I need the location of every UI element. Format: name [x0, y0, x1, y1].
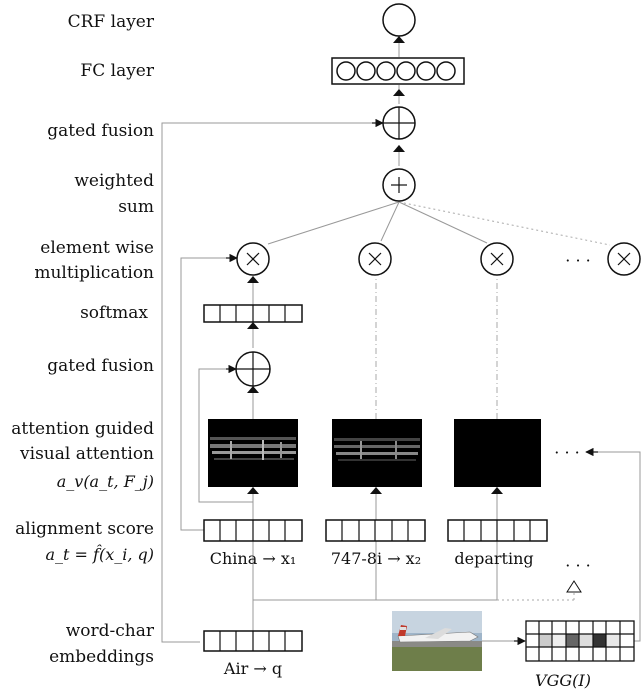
label-multiplication: multiplication [34, 263, 154, 283]
alignment-vector-1 [203, 519, 303, 542]
multiply-node-3 [480, 242, 514, 276]
label-alignment-score: alignment score [15, 519, 154, 539]
token-china: China → x₁ [210, 549, 297, 568]
label-attention-formula: a_v(a_t, F_j) [57, 472, 154, 491]
arrow-to-crf [393, 36, 405, 43]
gated-fusion-top-node [382, 106, 416, 140]
attention-map-1 [208, 419, 298, 487]
label-weighted: weighted [74, 171, 154, 191]
connector-sum-to-mult2 [380, 201, 400, 242]
connector-vgg-feedback [598, 451, 641, 642]
connector-align-to-mult1 [180, 257, 233, 531]
label-visual-attention: visual attention [19, 444, 154, 464]
label-embeddings: embeddings [49, 647, 154, 667]
ellipsis-tokens: · · · [565, 556, 590, 575]
arrow-to-softmax [247, 322, 259, 329]
attention-map-3 [454, 419, 541, 487]
label-gated-fusion-mid: gated fusion [47, 356, 154, 376]
label-sum: sum [118, 197, 154, 217]
arrow-to-gated-fusion-top [393, 145, 405, 152]
arrow-to-multiply-1 [247, 276, 259, 283]
arrow-to-attention-1 [247, 487, 259, 494]
query-embedding-vector [203, 630, 303, 652]
multiply-node-2 [358, 242, 392, 276]
arrow-to-gated-fusion-mid [247, 386, 259, 393]
vgg-feature-grid [525, 620, 635, 662]
label-crf-layer: CRF layer [68, 12, 155, 32]
token-departing: departing [454, 549, 533, 568]
open-arrow-col4 [566, 580, 582, 593]
crf-node [382, 3, 416, 37]
alignment-vector-3 [447, 519, 548, 542]
connector-attn-to-fusion [198, 368, 253, 503]
token-air-query: Air → q [223, 659, 282, 678]
multiply-node-1 [236, 242, 270, 276]
arrow-to-attention-3 [491, 487, 503, 494]
input-image [392, 611, 482, 671]
multiply-node-4 [607, 242, 641, 276]
fc-layer-box [331, 57, 465, 85]
vgg-label: VGG(I) [535, 671, 591, 690]
alignment-vector-2 [325, 519, 426, 542]
gated-fusion-mid-node [235, 351, 271, 387]
attention-map-2 [332, 419, 422, 487]
ellipsis-attention: · · · [554, 443, 579, 462]
connector-embed-to-top-fusion [161, 122, 379, 643]
token-747: 747-8i → x₂ [331, 549, 421, 568]
ellipsis-multiply: · · · [565, 251, 590, 270]
weighted-sum-node [382, 168, 416, 202]
label-attention-guided: attention guided [11, 419, 154, 439]
label-fc-layer: FC layer [80, 61, 154, 81]
softmax-vector [203, 304, 303, 323]
connector-sum-to-mult1 [267, 201, 400, 245]
label-alignment-formula: a_t = f̂(x_i, q) [45, 545, 154, 564]
label-gated-fusion-top: gated fusion [47, 121, 154, 141]
label-word-char: word-char [66, 621, 155, 641]
connector-sum-to-mult3 [398, 201, 488, 244]
arrow-to-attention-2 [370, 487, 382, 494]
label-element-wise: element wise [40, 238, 154, 258]
connector-sum-to-mult4 [398, 201, 611, 246]
arrow-to-fc [393, 89, 405, 96]
label-softmax: softmax [80, 303, 148, 323]
